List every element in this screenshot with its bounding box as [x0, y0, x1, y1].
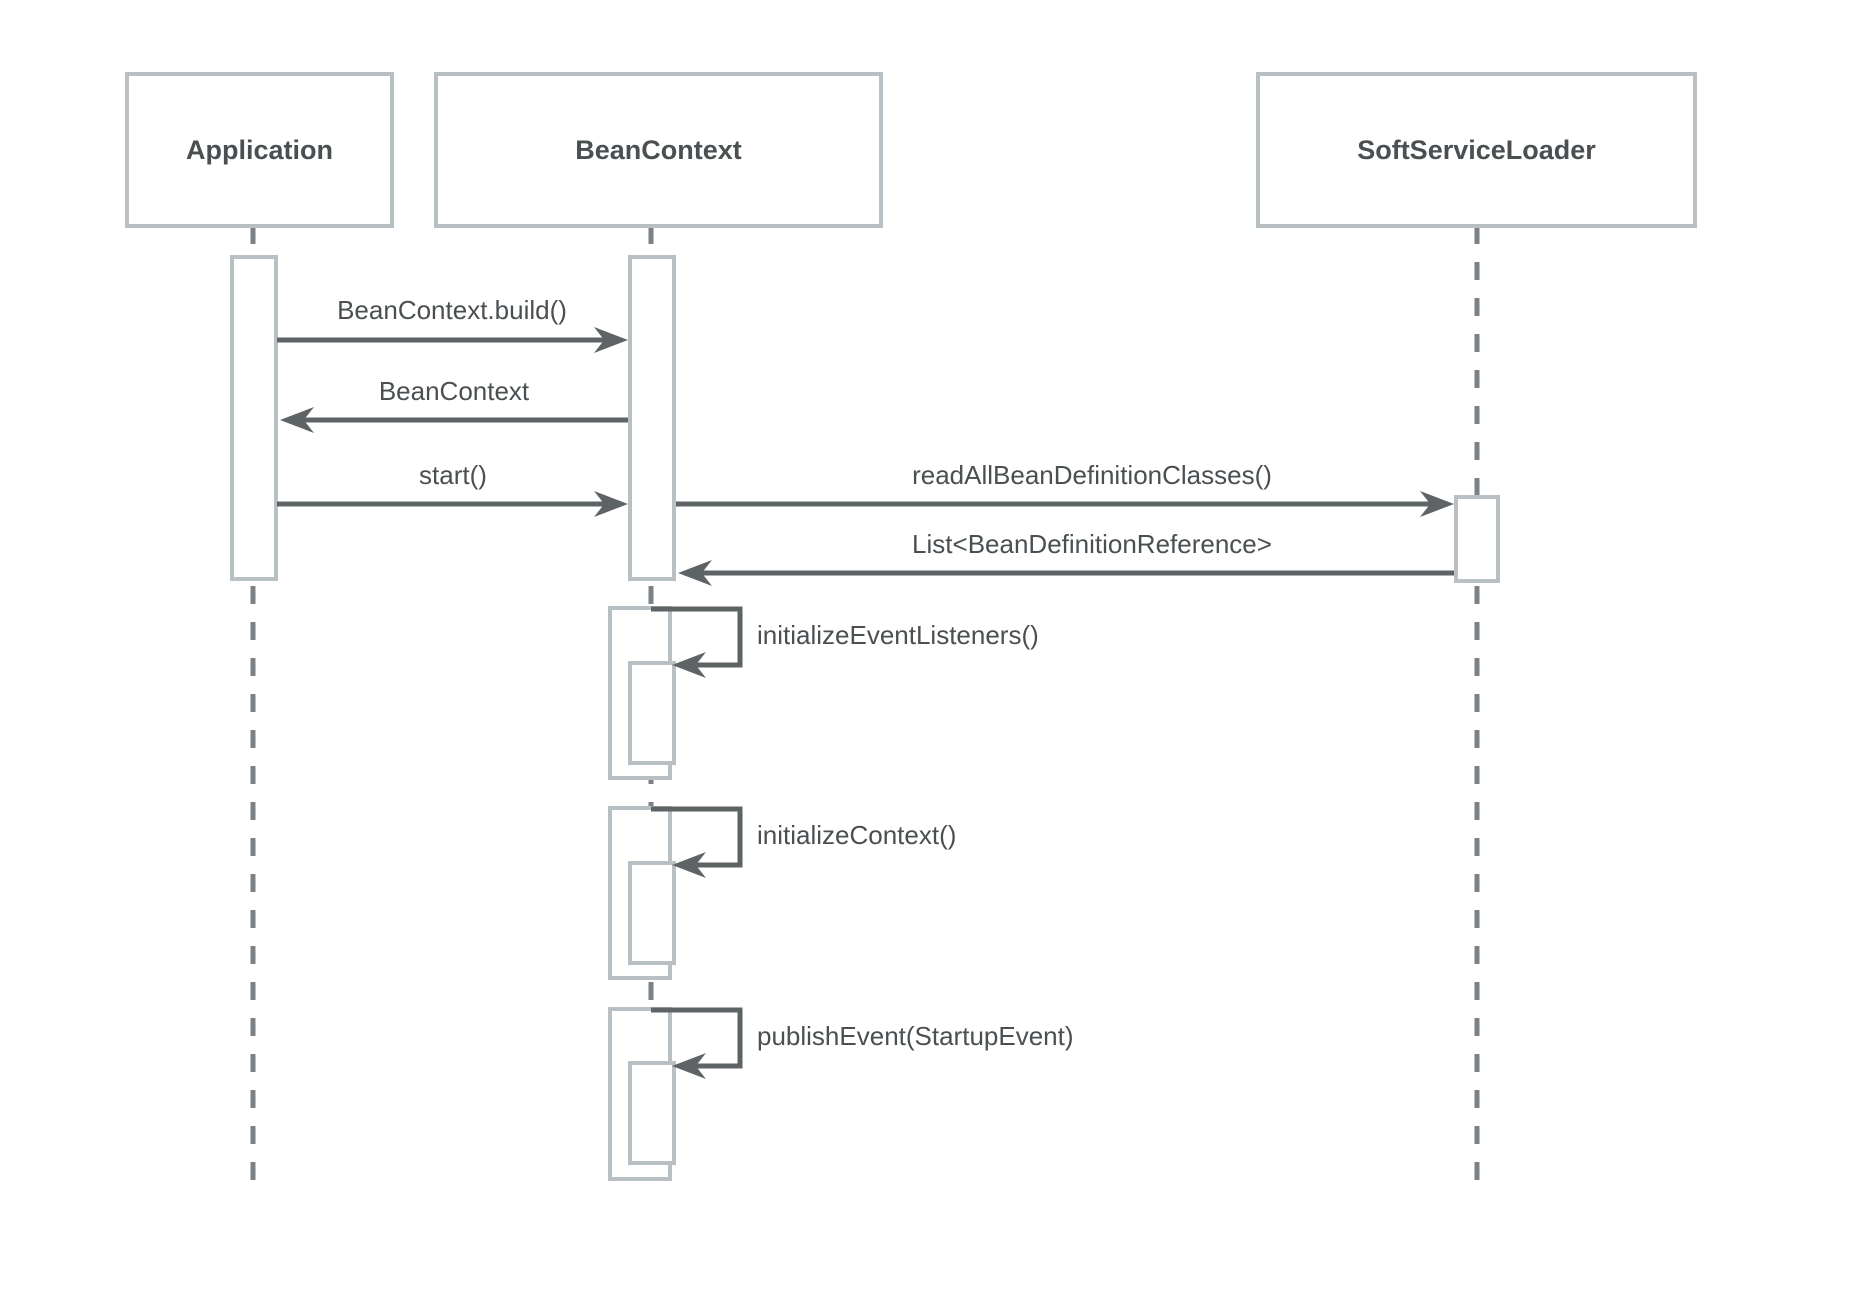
msg-initialize-event-listeners-arrowhead: [672, 652, 706, 678]
msg-initialize-event-listeners: initializeEventListeners(): [651, 606, 1039, 678]
msg-beancontext-build: BeanContext.build(): [277, 295, 628, 353]
act-softserviceloader-read: [1454, 495, 1500, 583]
msg-read-all-bean-definition-classes-arrowhead: [1420, 491, 1454, 517]
msg-beancontext-build-label: BeanContext.build(): [337, 295, 567, 325]
msg-publish-event-startup-event-path: [651, 1007, 743, 1069]
msg-initialize-context-arrowhead: [672, 852, 706, 878]
act-beancontext-self-3-inner: [628, 1061, 676, 1165]
msg-list-bean-definition-reference-label: List<BeanDefinitionReference>: [912, 529, 1272, 559]
msg-beancontext-build-arrowhead: [594, 327, 628, 353]
msg-initialize-context: initializeContext(): [651, 806, 956, 878]
participant-box-softserviceloader: [1256, 72, 1697, 228]
msg-list-bean-definition-reference: List<BeanDefinitionReference>: [678, 529, 1454, 586]
msg-read-all-bean-definition-classes-label: readAllBeanDefinitionClasses(): [912, 460, 1272, 490]
msg-initialize-event-listeners-label: initializeEventListeners(): [757, 620, 1039, 650]
msg-start-label: start(): [419, 460, 487, 490]
msg-publish-event-startup-event-label: publishEvent(StartupEvent): [757, 1021, 1074, 1051]
msg-list-bean-definition-reference-arrowhead: [678, 560, 712, 586]
msg-start: start(): [277, 460, 628, 517]
participant-boxes-layer: Application BeanContext SoftServiceLoader: [125, 72, 1697, 228]
msg-read-all-bean-definition-classes: readAllBeanDefinitionClasses(): [676, 460, 1454, 517]
msg-publish-event-startup-event-arrowhead: [672, 1053, 706, 1079]
msg-publish-event-startup-event: publishEvent(StartupEvent): [651, 1007, 1074, 1079]
participant-softserviceloader: SoftServiceLoader: [1256, 72, 1697, 228]
msg-beancontext-return-arrowhead: [280, 407, 314, 433]
msg-initialize-context-label: initializeContext(): [757, 820, 956, 850]
msg-initialize-context-path: [651, 806, 743, 868]
participant-application: Application: [125, 72, 394, 228]
msg-beancontext-return: BeanContext: [280, 376, 628, 433]
messages-layer: BeanContext.build() BeanContext start() rea…: [277, 295, 1454, 586]
participant-label-application: Application: [186, 135, 333, 165]
act-application-main: [230, 255, 278, 581]
act-beancontext-main: [628, 255, 676, 581]
activations-layer: [230, 255, 1500, 1181]
act-beancontext-self-2-inner: [628, 861, 676, 965]
participant-label-softserviceloader: SoftServiceLoader: [1357, 135, 1596, 165]
act-beancontext-self-1-inner: [628, 661, 676, 765]
participant-box-beancontext: [434, 72, 883, 228]
participant-beancontext: BeanContext: [434, 72, 883, 228]
participant-box-application: [125, 72, 394, 228]
self-messages-layer: initializeEventListeners() initializeCont…: [651, 606, 1074, 1079]
participant-label-beancontext: BeanContext: [575, 135, 742, 165]
msg-start-arrowhead: [594, 491, 628, 517]
msg-initialize-event-listeners-path: [651, 606, 743, 668]
msg-beancontext-return-label: BeanContext: [379, 376, 530, 406]
